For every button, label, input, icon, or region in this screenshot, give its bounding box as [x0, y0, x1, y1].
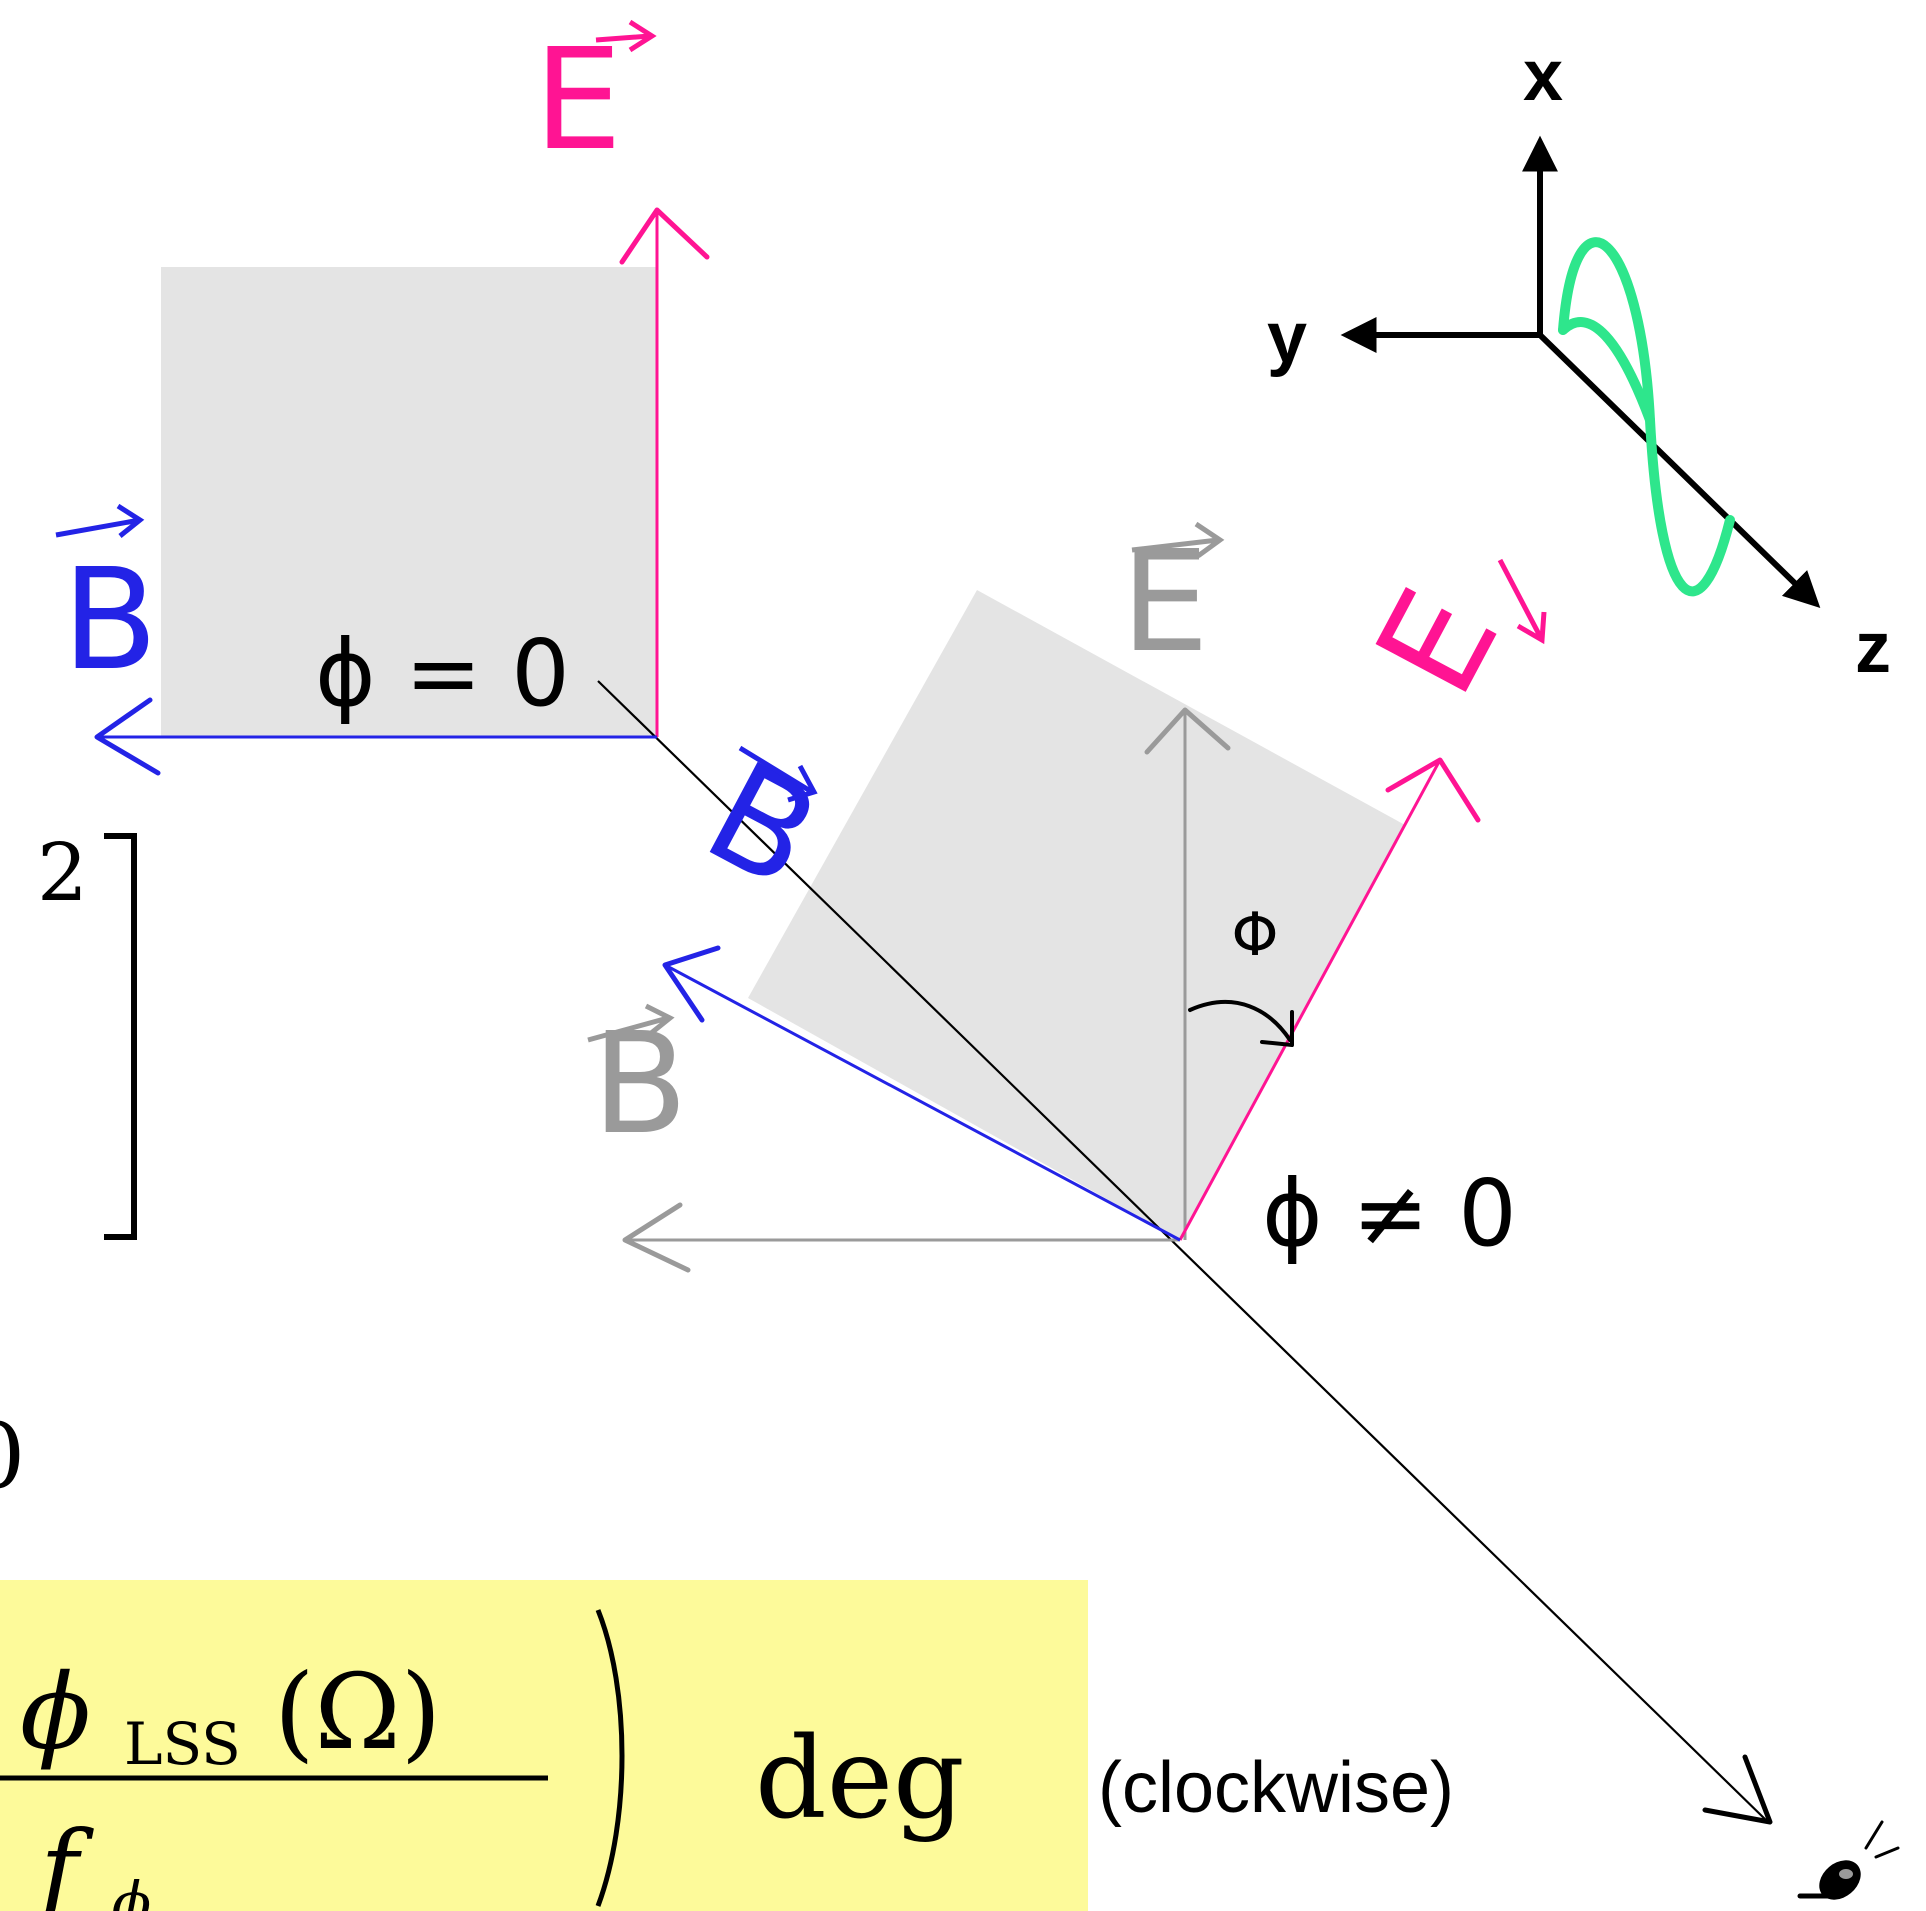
- top-b-label-arrow: [55, 503, 145, 538]
- rotated-e-label-arrow: [1497, 558, 1547, 645]
- rotated-e-arrowhead: [1385, 757, 1481, 823]
- formula-right-paren: [595, 1609, 625, 1907]
- top-e-label-arrow: [595, 19, 657, 53]
- clockwise-note: (clockwise): [1098, 1748, 1454, 1828]
- numerator-symbol: ϕ: [20, 1651, 91, 1773]
- formula-highlight: [0, 1580, 1088, 1911]
- gray-e-arrowhead: [1144, 707, 1231, 755]
- numerator-argument: (Ω): [274, 1651, 441, 1773]
- rotated-b-vector: [664, 963, 1181, 1242]
- propagation-line: [597, 680, 1769, 1823]
- phi-nonzero-label: ϕ ≠ 0: [1262, 1160, 1517, 1267]
- x-axis-label: x: [1523, 36, 1563, 116]
- rotation-arc: [1188, 1000, 1292, 1042]
- top-b-label: B: [62, 539, 158, 702]
- top-plane-panel: [161, 267, 657, 737]
- top-b-arrowhead: [94, 697, 161, 776]
- formula-zero-fragment: 0: [0, 1404, 25, 1509]
- rotated-b-label-arrow: [738, 745, 818, 803]
- observer-eye-icon: [1797, 1820, 1900, 1900]
- top-e-arrowhead: [619, 207, 710, 265]
- propagation-arrowhead: [1702, 1754, 1773, 1825]
- formula-right-bracket: [104, 833, 137, 1240]
- top-e-label: E: [534, 19, 622, 182]
- formula-unit: deg: [755, 1714, 965, 1844]
- gray-b-label-arrow: [587, 1003, 675, 1043]
- denominator-symbol: f: [33, 1808, 94, 1911]
- formula-denominator: f ϕ: [33, 1808, 151, 1911]
- gray-b-arrowhead: [622, 1202, 691, 1273]
- rotated-b-arrowhead: [662, 945, 721, 1023]
- wave-curve-front: [1558, 317, 1655, 425]
- formula-numerator: ϕ LSS (Ω): [20, 1651, 441, 1789]
- bracket-exponent: 2: [37, 826, 88, 919]
- rotated-e-label: E: [1345, 565, 1530, 720]
- z-axis-label: z: [1855, 608, 1891, 688]
- denominator-subscript: ϕ: [112, 1869, 152, 1911]
- gray-b-label: B: [592, 1003, 688, 1166]
- phi-zero-label: ϕ = 0: [315, 620, 570, 727]
- rotated-plane-panel: [748, 590, 1405, 1240]
- y-axis-label: y: [1267, 298, 1307, 378]
- rotation-arc-arrowhead: [1260, 1010, 1294, 1047]
- rotated-e-vector: [1178, 759, 1442, 1241]
- rotation-angle-label: Φ: [1231, 900, 1278, 970]
- z-axis: [1537, 332, 1821, 609]
- gray-e-label-arrow: [1131, 521, 1225, 559]
- numerator-subscript: LSS: [124, 1710, 241, 1778]
